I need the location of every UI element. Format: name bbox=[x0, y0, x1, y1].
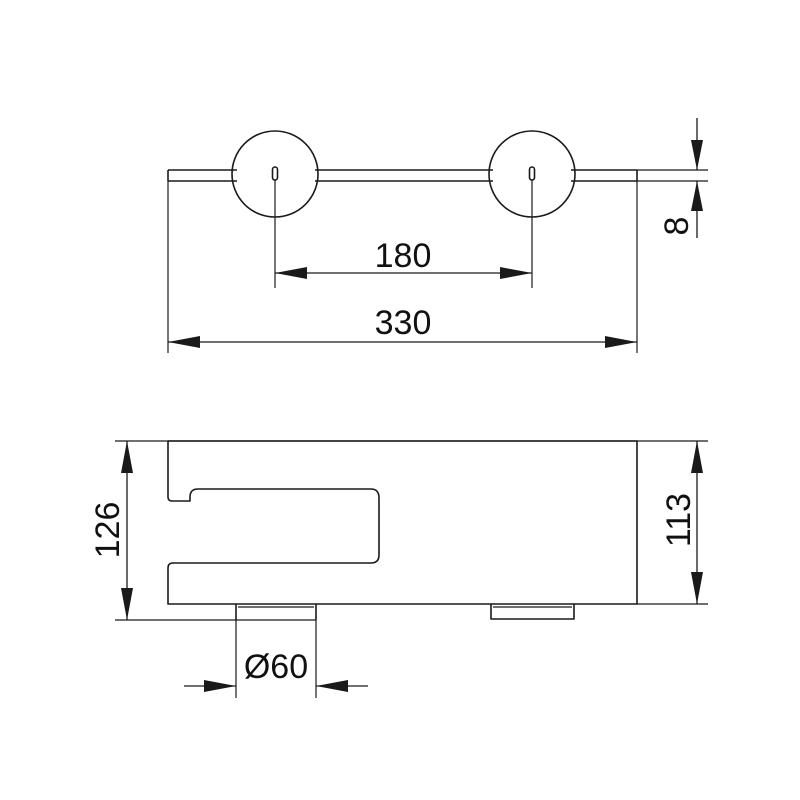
body-height-label: 113 bbox=[660, 493, 698, 547]
top-view: 180 330 8 bbox=[167, 118, 708, 353]
bar-thickness-label: 8 bbox=[658, 217, 696, 236]
total-height-label: 126 bbox=[89, 502, 127, 559]
overall-length-label: 330 bbox=[375, 304, 432, 342]
side-view-extension-lines bbox=[115, 440, 708, 698]
top-view-extension-lines bbox=[167, 169, 708, 353]
dimension-total-height: 126 bbox=[89, 441, 133, 620]
top-view-bar bbox=[167, 169, 638, 182]
right-screw-hole bbox=[528, 166, 536, 181]
left-foot bbox=[235, 604, 317, 620]
dimension-foot-diameter: Ø60 bbox=[184, 648, 368, 692]
dimension-body-height: 113 bbox=[660, 441, 703, 604]
body-outline bbox=[167, 440, 638, 605]
hole-spacing-label: 180 bbox=[375, 237, 432, 275]
right-foot bbox=[490, 604, 575, 620]
left-screw-hole bbox=[271, 166, 279, 181]
side-view: 126 113 Ø60 bbox=[89, 440, 708, 698]
dimension-overall-length: 330 bbox=[168, 304, 637, 348]
foot-diameter-label: Ø60 bbox=[244, 648, 308, 686]
dimension-hole-spacing: 180 bbox=[275, 237, 532, 279]
dimension-bar-thickness: 8 bbox=[658, 118, 703, 238]
